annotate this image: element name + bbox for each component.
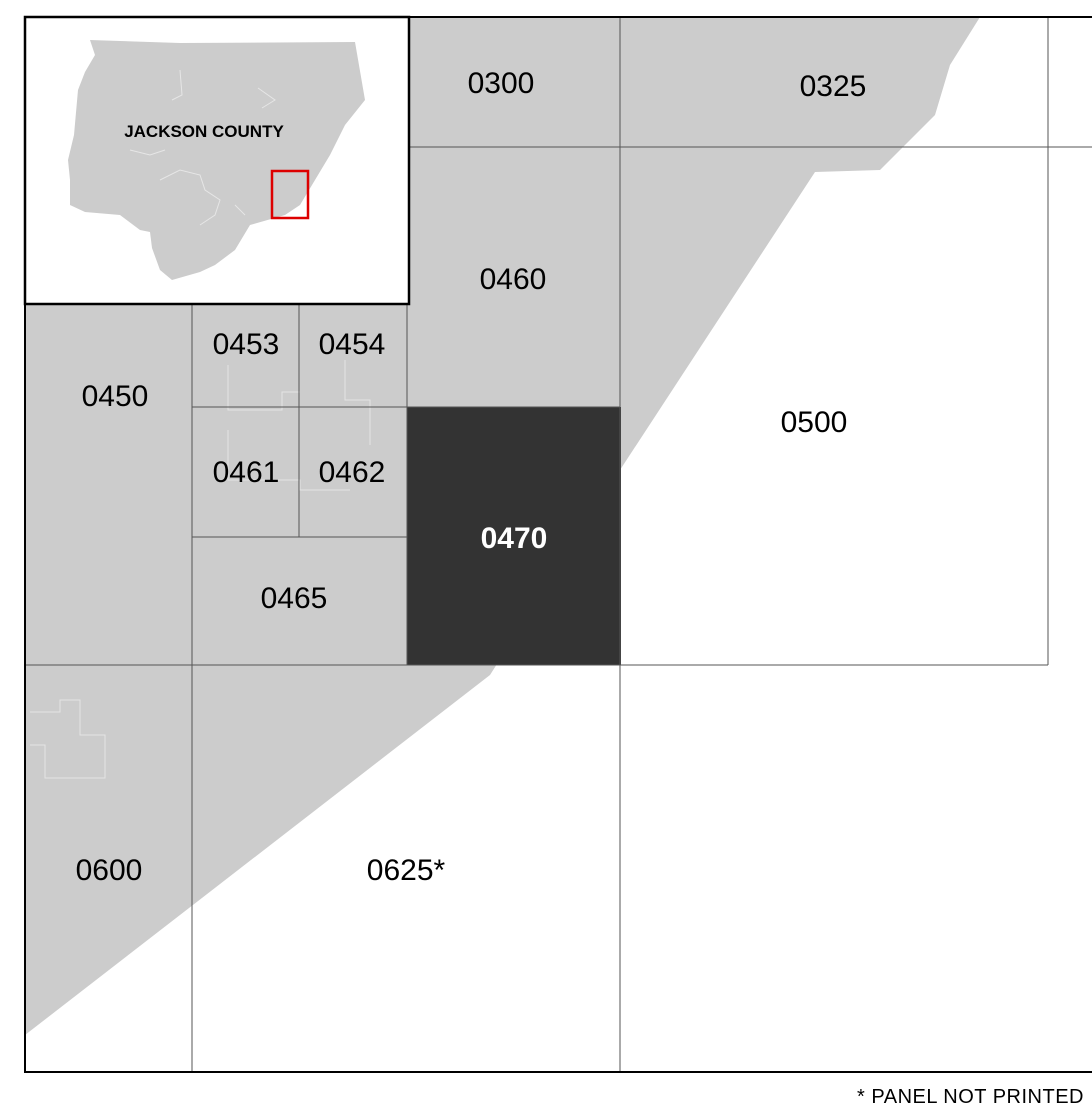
panel-label-0500[interactable]: 0500 bbox=[781, 406, 848, 439]
panel-labels: 0300 0325 0460 0450 0453 0454 0461 0462 … bbox=[76, 67, 867, 887]
panel-label-0454[interactable]: 0454 bbox=[319, 328, 386, 361]
inset-county-label: JACKSON COUNTY bbox=[124, 122, 284, 141]
inset-locator-map: JACKSON COUNTY bbox=[23, 15, 411, 306]
inset-inner-lines bbox=[129, 69, 276, 226]
map-border bbox=[24, 16, 1092, 1073]
inset-location-marker bbox=[270, 169, 310, 220]
panel-0470-fill bbox=[407, 407, 621, 665]
panel-label-0461[interactable]: 0461 bbox=[213, 456, 280, 489]
panel-label-0300[interactable]: 0300 bbox=[468, 67, 535, 100]
panel-label-0325[interactable]: 0325 bbox=[800, 70, 867, 103]
panel-label-0450[interactable]: 0450 bbox=[82, 380, 149, 413]
panel-label-0625[interactable]: 0625* bbox=[367, 854, 446, 887]
panel-label-0465[interactable]: 0465 bbox=[261, 582, 328, 615]
inset-county-shape bbox=[68, 40, 365, 280]
internal-boundaries bbox=[30, 360, 371, 779]
panel-label-0600[interactable]: 0600 bbox=[76, 854, 143, 887]
panel-label-0462[interactable]: 0462 bbox=[319, 456, 386, 489]
footnote-panel-not-printed: * PANEL NOT PRINTED bbox=[857, 1086, 1084, 1108]
panel-label-0460[interactable]: 0460 bbox=[480, 263, 547, 296]
panel-label-0470[interactable]: 0470 bbox=[481, 522, 548, 555]
panel-label-0453[interactable]: 0453 bbox=[213, 328, 280, 361]
